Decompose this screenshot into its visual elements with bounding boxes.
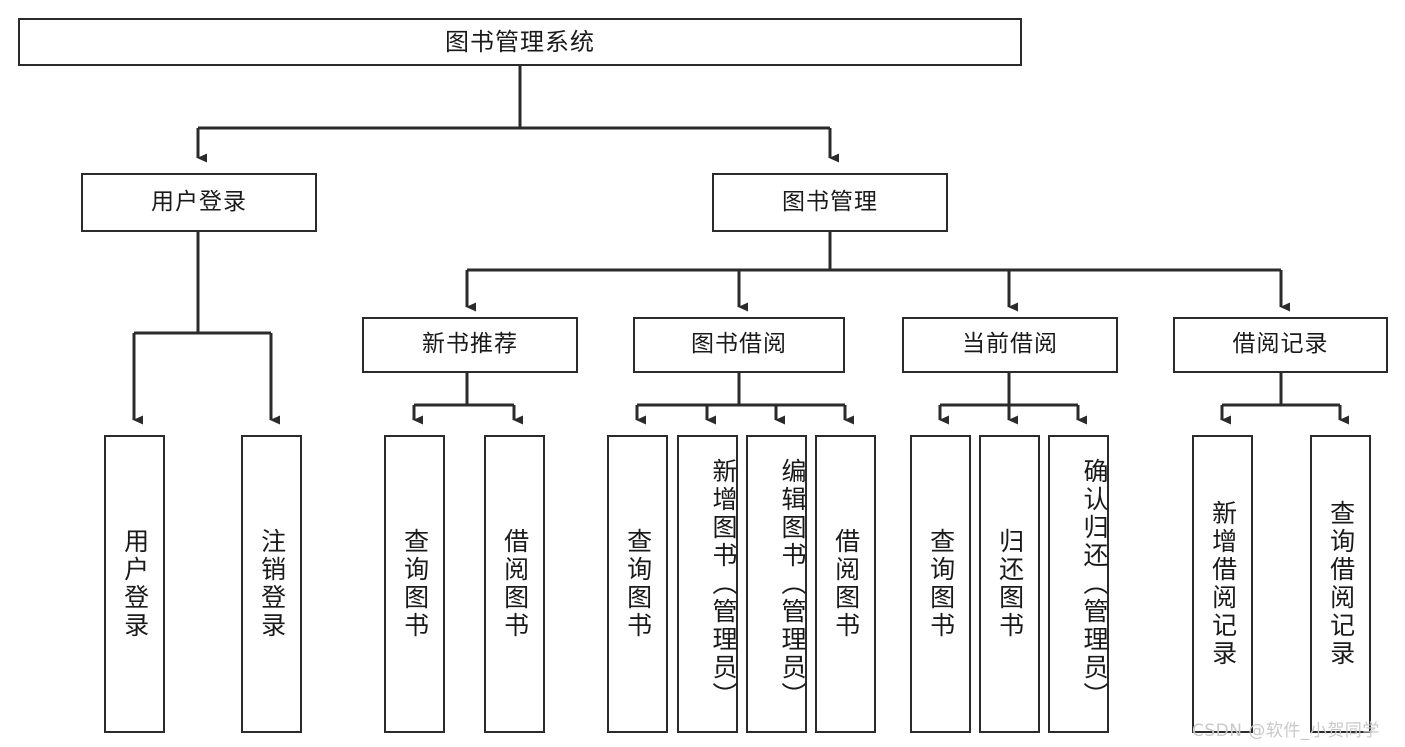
leaf-logout-login[interactable]: 注销登录 [241,435,302,733]
leaf-query-book-current[interactable]: 查询图书 [910,435,971,733]
leaf-query-borrow-record[interactable]: 查询借阅记录 [1310,435,1371,733]
leaf-add-borrow-record[interactable]: 新增借阅记录 [1192,435,1253,733]
node-root-system[interactable]: 图书管理系统 [18,18,1022,66]
leaf-query-book-recommend[interactable]: 查询图书 [384,435,445,733]
leaf-query-book-borrow[interactable]: 查询图书 [607,435,668,733]
node-borrow-record[interactable]: 借阅记录 [1173,317,1388,373]
leaf-edit-book-admin[interactable]: 编辑图书（管理员） [746,435,807,733]
leaf-borrow-book-recommend[interactable]: 借阅图书 [484,435,545,733]
csdn-watermark: CSDN @软件_小贺同学 [1192,721,1380,741]
leaf-borrow-book[interactable]: 借阅图书 [815,435,876,733]
node-current-borrow[interactable]: 当前借阅 [902,317,1118,373]
node-new-book-recommend[interactable]: 新书推荐 [362,317,578,373]
leaf-return-book[interactable]: 归还图书 [979,435,1040,733]
node-user-login[interactable]: 用户登录 [81,173,317,232]
leaf-add-book-admin[interactable]: 新增图书（管理员） [677,435,738,733]
node-book-borrow[interactable]: 图书借阅 [633,317,845,373]
node-book-manage[interactable]: 图书管理 [712,173,948,232]
leaf-user-login[interactable]: 用户登录 [104,435,165,733]
leaf-confirm-return-admin[interactable]: 确认归还（管理员） [1048,435,1109,733]
